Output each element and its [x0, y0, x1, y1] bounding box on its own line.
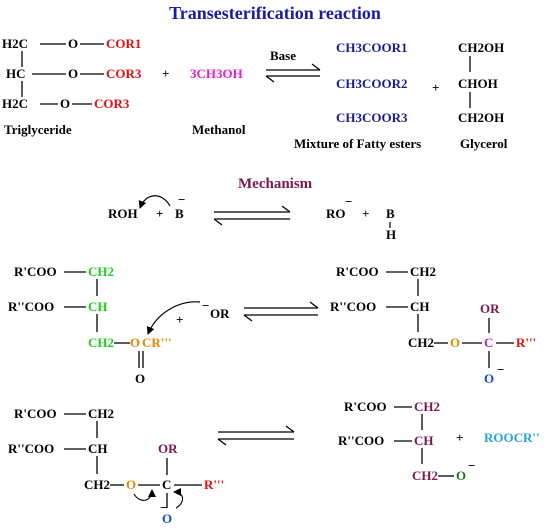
ro-anion: RO [326, 206, 346, 221]
charge: − [160, 500, 167, 515]
catalyst-label: Base [270, 48, 296, 63]
plus-sign: + [362, 206, 369, 221]
o: O [126, 477, 136, 492]
r-top: R'COO [14, 264, 57, 279]
ester-o: O [130, 335, 140, 350]
glycerol-3: CH2OH [458, 110, 504, 125]
ester-3: CH3COOR3 [336, 110, 408, 125]
fatty-esters: CH3COOR1 CH3COOR2 CH3COOR3 Mixture of Fa… [294, 40, 421, 151]
methanol: 3CH3OH Methanol [190, 66, 246, 137]
prod-r-top: R'COO [336, 264, 379, 279]
glycerol-label: Glycerol [460, 136, 508, 151]
page-title: Transesterification reaction [169, 3, 381, 23]
methanol-label: Methanol [192, 122, 246, 137]
curved-arrow [133, 489, 156, 501]
c: C [162, 477, 171, 492]
ch: CH [88, 299, 108, 314]
triglyceride-label: Triglyceride [4, 122, 72, 137]
tg-carbon-1: H2C [2, 36, 28, 51]
plus-sign: + [456, 430, 463, 445]
carbonyl-o: O [135, 371, 145, 386]
prod-ch2-bottom: CH2 [408, 335, 434, 350]
tg-oxygen-2: O [68, 66, 78, 81]
curved-arrow [138, 195, 171, 209]
prod-ch2-bottom: CH2 [412, 468, 438, 483]
tg-oxygen-3: O [60, 96, 70, 111]
prod-c: C [484, 335, 493, 350]
prod-r-mid: R''COO [338, 433, 384, 448]
glycerol-1: CH2OH [458, 40, 504, 55]
tg-carbon-2: HC [6, 66, 26, 81]
prod-r: R''' [516, 335, 536, 350]
methanol-formula: 3CH3OH [190, 66, 243, 81]
plus-sign: + [162, 66, 169, 81]
prod-ch2-top: CH2 [410, 264, 436, 279]
prod-r-mid: R''COO [330, 299, 376, 314]
charge: − [345, 194, 352, 209]
tg-carbon-3: H2C [2, 96, 28, 111]
plus-sign: + [156, 206, 163, 221]
prod-or: OR [480, 301, 500, 316]
ch2-bottom: CH2 [84, 477, 110, 492]
o-minus: O [162, 511, 172, 526]
ester-product: ROOCR'' [484, 430, 540, 445]
r-top: R'COO [14, 406, 57, 421]
tg-oxygen-1: O [68, 36, 78, 51]
nucleophile-or: OR [210, 306, 230, 321]
ch: CH [88, 441, 108, 456]
ester-1: CH3COOR1 [336, 40, 408, 55]
mechanism-step-3: R'COO CH2 R''COO CH CH2 O C OR R''' O − … [8, 399, 540, 526]
bh-b: B [386, 206, 395, 221]
charge: − [202, 298, 209, 313]
ester-2: CH3COOR2 [336, 76, 408, 91]
r-group: R''' [204, 477, 224, 492]
charge: − [178, 192, 185, 207]
roh: ROH [108, 206, 138, 221]
prod-ch: CH [414, 433, 434, 448]
equilibrium-arrow-main: Base [265, 48, 321, 83]
mechanism-heading: Mechanism [238, 176, 313, 192]
r-mid: R''COO [8, 299, 54, 314]
curved-arrow [173, 488, 184, 509]
bh-h: H [386, 227, 396, 242]
triglyceride: H2C O COR1 HC O COR3 H2C O COR3 Triglyce… [2, 36, 142, 137]
prod-ch2-top: CH2 [414, 399, 440, 414]
ester-group: CR''' [142, 335, 172, 350]
r-mid: R''COO [8, 441, 54, 456]
tg-group-3: COR3 [94, 96, 130, 111]
prod-o-minus: O [484, 371, 494, 386]
base-b: B [175, 206, 184, 221]
or: OR [158, 441, 178, 456]
mechanism-step-2: R'COO CH2 R''COO CH CH2 O CR''' O + − OR… [8, 264, 536, 386]
charge: − [468, 458, 475, 473]
prod-r-top: R'COO [344, 399, 387, 414]
esters-label: Mixture of Fatty esters [294, 136, 421, 151]
prod-o: O [456, 468, 466, 483]
glycerol: CH2OH CHOH CH2OH Glycerol [458, 40, 508, 151]
glycerol-2: CHOH [458, 76, 498, 91]
prod-o: O [450, 335, 460, 350]
curved-arrow [146, 301, 201, 335]
charge: − [497, 362, 504, 377]
plus-sign: + [432, 80, 439, 95]
plus-sign: + [176, 312, 183, 327]
ch2-bottom: CH2 [88, 335, 114, 350]
ch2-top: CH2 [88, 264, 114, 279]
mechanism-step-1: ROH + B − RO − + B H [108, 192, 396, 242]
prod-ch: CH [410, 299, 430, 314]
tg-group-1: COR1 [106, 36, 141, 51]
tg-group-2: COR3 [106, 66, 142, 81]
ch2-top: CH2 [88, 406, 114, 421]
